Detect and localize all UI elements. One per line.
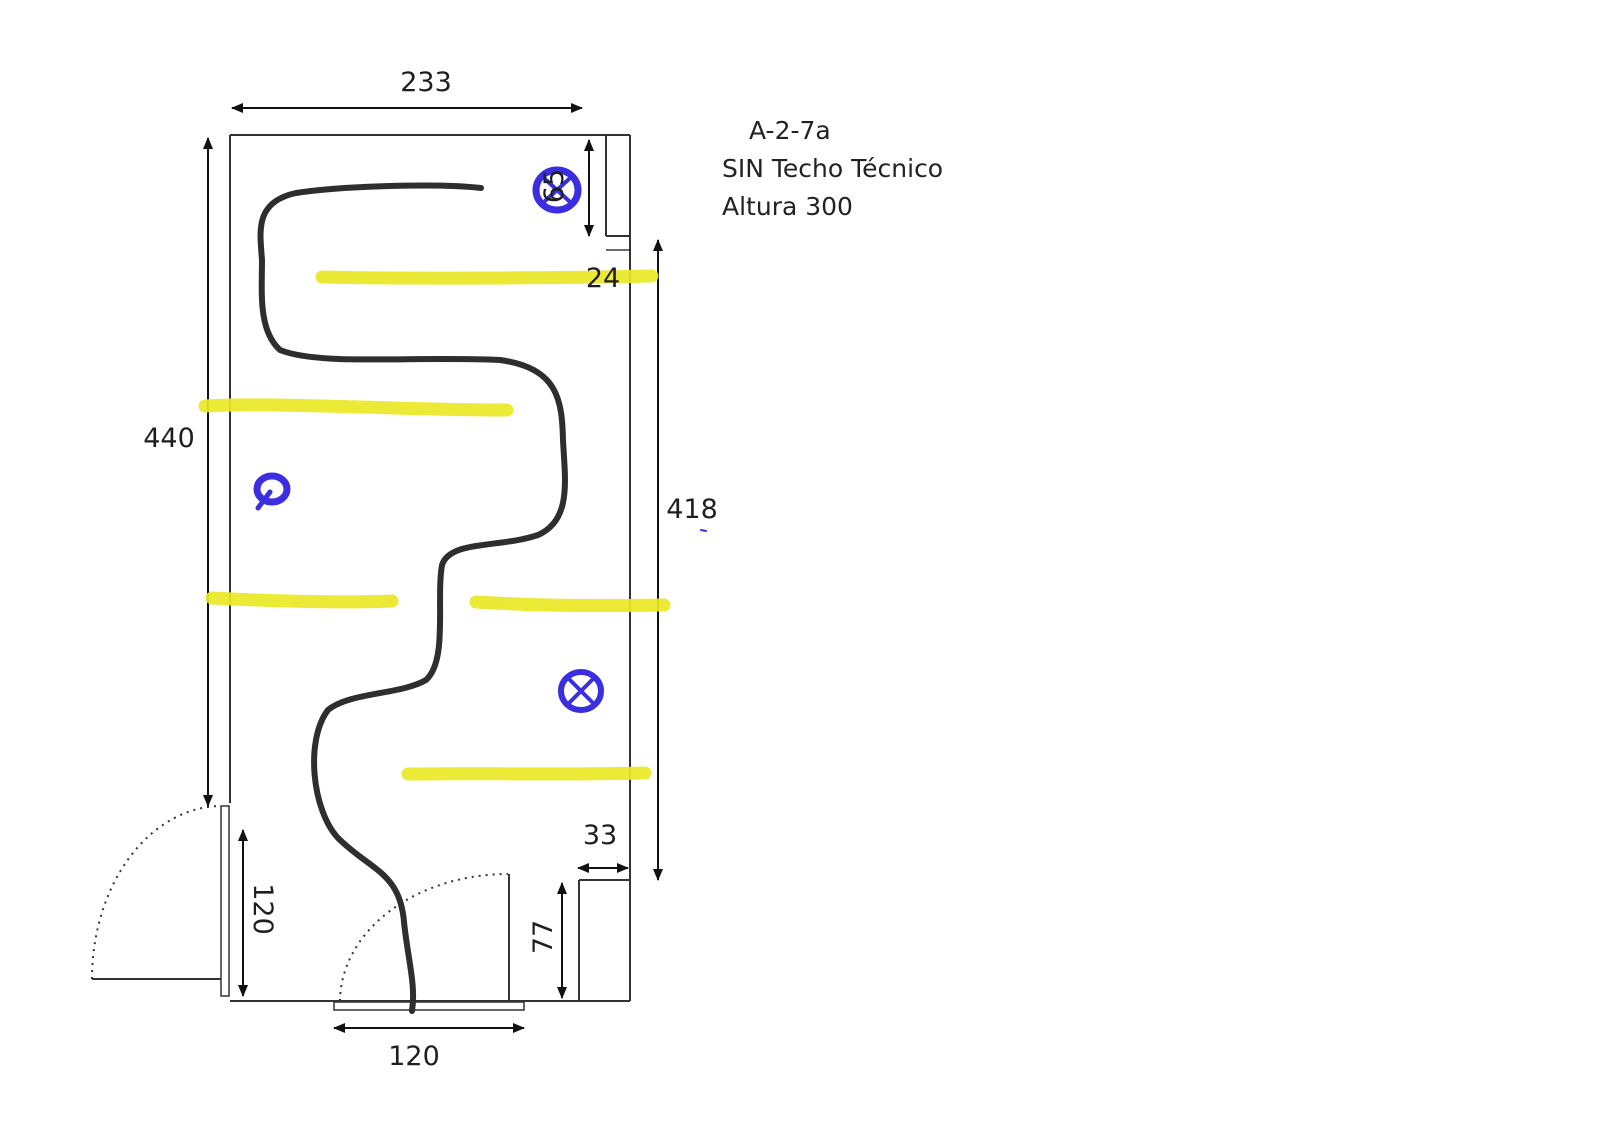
room-height: Altura 300 — [722, 192, 853, 221]
light-strips — [198, 269, 671, 781]
room-info-block: A-2-7a SIN Techo Técnico Altura 300 — [722, 112, 943, 226]
light-strip-5 — [401, 766, 652, 781]
marker-top-right — [532, 166, 582, 214]
light-strip-4 — [469, 595, 671, 613]
light-strip-3 — [205, 591, 399, 609]
dim-recess-depth: 77 — [528, 920, 559, 954]
dimension-lines — [203, 103, 663, 1033]
hand-drawn-path — [257, 182, 568, 1014]
marker-bottom-right — [558, 669, 604, 713]
room-code: A-2-7a — [749, 116, 831, 145]
light-strip-1 — [315, 269, 659, 285]
dim-recess-width: 33 — [583, 820, 617, 851]
dim-right-height: 418 — [666, 494, 718, 525]
left-door — [91, 805, 230, 997]
dim-left-door: 120 — [247, 883, 278, 935]
bottom-door — [333, 873, 525, 1011]
light-strip-2 — [198, 398, 514, 417]
ceiling-note: SIN Techo Técnico — [722, 154, 944, 183]
dim-left-height: 440 — [143, 423, 195, 454]
marker-dot — [700, 529, 707, 532]
dim-top-right-vertical: 65 — [539, 169, 570, 203]
dim-bottom-door: 120 — [388, 1041, 440, 1072]
dim-top-right-offset: 24 — [586, 263, 620, 294]
dim-width-top: 233 — [400, 67, 452, 98]
marker-left — [253, 472, 291, 511]
blue-markers — [253, 166, 707, 713]
room-walls — [229, 134, 631, 1002]
